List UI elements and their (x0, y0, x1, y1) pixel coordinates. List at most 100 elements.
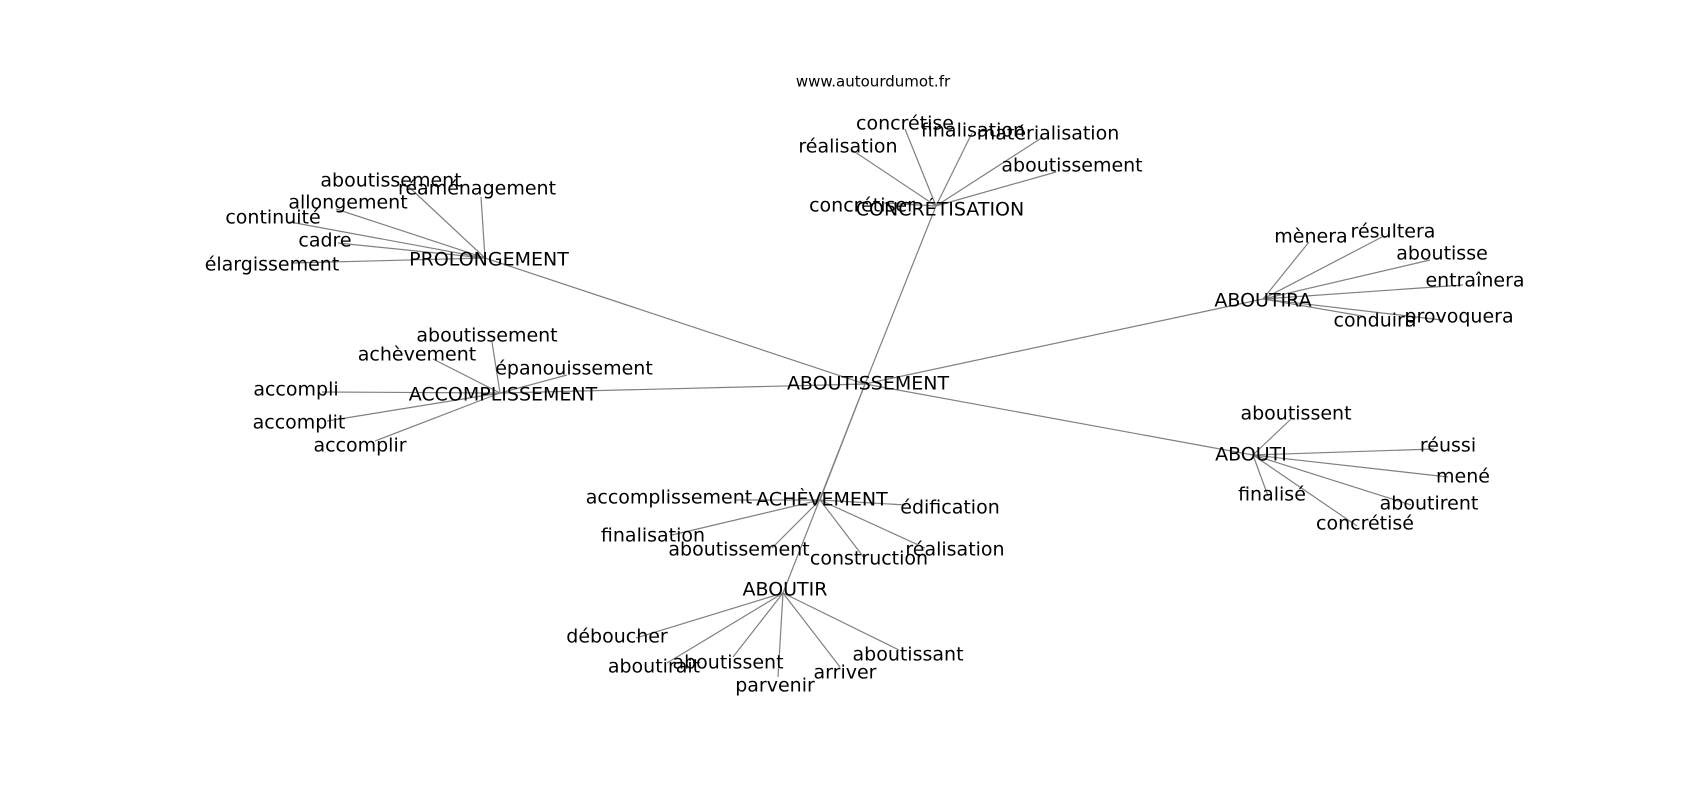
hub-to-leaf-edge (326, 392, 501, 422)
hub-to-leaf-edge (904, 128, 937, 207)
graph-labels: www.autourdumot.fr ABOUTISSEMENT PROLONGE… (205, 73, 1525, 697)
center-node-label: ABOUTISSEMENT (787, 373, 950, 395)
leaf-node-label: épanouissement (495, 358, 653, 380)
leaf-node-label: édification (900, 497, 999, 519)
leaf-node-label: réalisation (798, 136, 897, 158)
hub-to-leaf-edge (1252, 454, 1449, 478)
hub-to-leaf-edge (1252, 418, 1292, 456)
hub-to-leaf-edge (374, 392, 501, 442)
hub-to-leaf-edge (819, 499, 907, 506)
leaf-node-label: concrétisé (1316, 513, 1414, 535)
leaf-node-label: aboutirent (1380, 493, 1479, 515)
hub-to-leaf-edge (635, 592, 784, 639)
leaf-node-label: achèvement (358, 344, 476, 366)
hub-to-leaf-edge (480, 196, 486, 259)
hub-to-leaf-edge (335, 208, 486, 259)
leaf-node-label: conduira (1334, 310, 1417, 332)
hub-node-label: ABOUTI (1215, 444, 1287, 466)
hub-to-leaf-edge (732, 592, 784, 658)
leaf-node-label: mènera (1274, 226, 1347, 248)
leaf-node-label: mené (1436, 466, 1490, 488)
source-watermark: www.autourdumot.fr (796, 73, 951, 91)
leaf-node-label: aboutisse (1396, 243, 1488, 265)
hub-to-leaf-edge (1262, 298, 1363, 317)
leaf-node-label: accompli (253, 379, 338, 401)
leaf-node-label: réaménagement (398, 178, 556, 200)
hub-to-leaf-edge (671, 499, 821, 536)
leaf-node-label: arriver (814, 662, 877, 684)
leaf-node-label: finalisé (1238, 484, 1306, 506)
hub-to-leaf-edge (771, 499, 821, 549)
leaf-node-label: allongement (288, 192, 407, 214)
hub-to-leaf-edge (819, 499, 866, 560)
hub-node-label: CONCRÉTISATION (856, 198, 1024, 221)
leaf-node-label: aboutissant (852, 644, 963, 666)
hub-to-leaf-edge (491, 341, 501, 394)
leaf-node-label: accomplir (313, 435, 406, 457)
center-to-hub-edge (864, 298, 1264, 385)
hub-to-leaf-edge (1252, 454, 1358, 527)
hub-node-label: ACCOMPLISSEMENT (409, 384, 598, 406)
leaf-node-label: matérialisation (977, 123, 1120, 145)
leaf-node-label: construction (810, 548, 928, 570)
hub-to-leaf-edge (1262, 241, 1310, 300)
leaf-node-label: accomplit (253, 412, 346, 434)
leaf-node-label: résultera (1351, 221, 1436, 243)
leaf-node-label: déboucher (566, 626, 668, 648)
center-to-hub-edge (499, 383, 866, 394)
hub-to-leaf-edge (337, 242, 486, 259)
hub-to-leaf-edge (935, 136, 1044, 207)
hub-to-leaf-edge (666, 592, 784, 664)
leaf-node-label: aboutissement (668, 539, 809, 561)
leaf-node-label: entraînera (1425, 270, 1524, 292)
hub-node-label: ABOUTIR (743, 579, 828, 601)
center-to-hub-edge (782, 383, 866, 594)
leaf-node-label: provoquera (1404, 306, 1513, 328)
hub-to-leaf-edge (777, 592, 784, 678)
hub-to-leaf-edge (1262, 259, 1431, 300)
leaf-node-label: aboutissement (416, 325, 557, 347)
graph-edges (289, 128, 1464, 678)
leaf-node-label: cadre (298, 230, 351, 252)
center-to-hub-edge (864, 205, 937, 385)
leaf-node-label: élargissement (205, 254, 340, 276)
hub-to-leaf-edge (499, 374, 568, 394)
hub-node-label: ABOUTIRA (1214, 290, 1311, 312)
hub-to-leaf-edge (321, 391, 501, 394)
hub-node-label: PROLONGEMENT (409, 249, 569, 271)
leaf-node-label: concrétiser (809, 195, 915, 217)
hub-to-leaf-edge (782, 592, 900, 651)
hub-to-leaf-edge (1262, 236, 1383, 300)
leaf-node-label: finalisation (601, 525, 705, 547)
hub-to-leaf-edge (1262, 298, 1443, 321)
center-to-hub-edge (484, 257, 866, 385)
hub-to-leaf-edge (819, 499, 926, 549)
hub-to-leaf-edge (883, 202, 937, 207)
hub-to-leaf-edge (935, 132, 973, 207)
hub-to-leaf-edge (291, 257, 486, 264)
leaf-node-label: continuité (225, 207, 320, 229)
leaf-node-label: aboutissement (320, 170, 461, 192)
leaf-node-label: finalisation (921, 120, 1025, 142)
leaf-node-label: réussi (1420, 435, 1476, 457)
leaf-node-label: réalisation (905, 539, 1004, 561)
leaf-node-label: concrétise (856, 113, 954, 135)
center-to-hub-edge (864, 383, 1254, 456)
hub-to-leaf-edge (1262, 284, 1464, 300)
hub-to-leaf-edge (1252, 454, 1412, 506)
hub-to-leaf-edge (408, 186, 486, 259)
leaf-node-label: aboutissent (1240, 403, 1351, 425)
leaf-node-label: aboutirait (608, 656, 700, 678)
leaf-node-label: parvenir (735, 675, 815, 697)
hub-to-leaf-edge (289, 221, 486, 259)
hub-to-leaf-edge (935, 171, 1057, 207)
hub-to-leaf-edge (432, 358, 501, 394)
leaf-node-label: accomplissement (586, 487, 752, 509)
hub-to-leaf-edge (782, 592, 841, 668)
leaf-node-label: aboutissent (672, 652, 783, 674)
leaf-node-label: aboutissement (1001, 155, 1142, 177)
hub-node-label: ACHÈVEMENT (756, 488, 888, 511)
hub-to-leaf-edge (1252, 454, 1269, 497)
hub-to-leaf-edge (1252, 448, 1435, 456)
